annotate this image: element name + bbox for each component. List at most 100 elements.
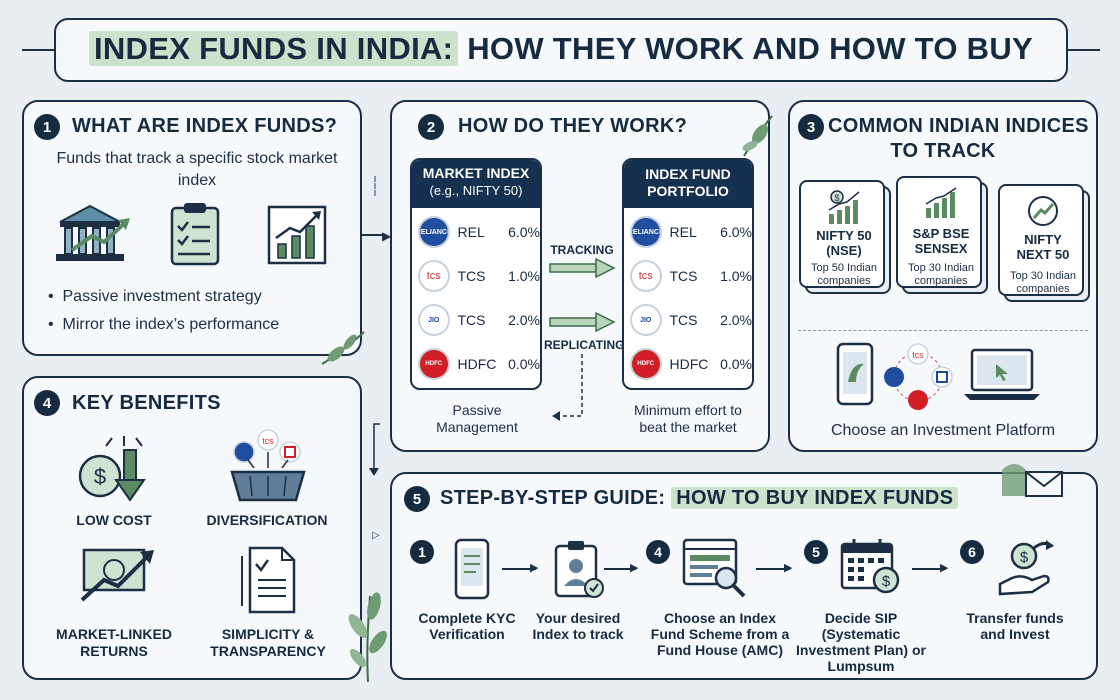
checklist-icon <box>170 203 220 266</box>
step-5-label: Transfer funds and Invest <box>966 610 1064 642</box>
row-weight: 6.0% <box>508 224 540 240</box>
bullet-2-text: Mirror the index’s performance <box>62 316 280 333</box>
mobile-kyc-icon <box>454 538 490 600</box>
laptop-icon <box>964 348 1040 400</box>
row-name: HDFC <box>669 356 709 372</box>
market-index-title: MARKET INDEX <box>422 165 530 181</box>
leaf-decoration-icon <box>321 331 365 365</box>
step-4-number: 5 <box>804 540 828 564</box>
row-weight: 2.0% <box>508 312 540 328</box>
divider <box>798 330 1088 331</box>
table-row: JIO TCS 2.0% <box>624 298 752 342</box>
index-card-niftynext50: NIFTY NEXT 50 Top 30 Indian companies <box>998 184 1084 296</box>
svg-text:$: $ <box>94 464 106 489</box>
table-row: tcs TCS 1.0% <box>624 254 752 298</box>
index-name: NIFTY NEXT 50 <box>1016 232 1070 262</box>
row-weight: 2.0% <box>720 312 752 328</box>
platform-label: Choose an Investment Platform <box>830 422 1056 439</box>
table-row: RELIANCE REL 6.0% <box>412 210 540 254</box>
low-cost-icon: $ <box>78 436 146 502</box>
benefit-simplicity-transparency: SIMPLICITY & TRANSPARENCY <box>210 626 326 659</box>
reliance-logo-icon: RELIANCE <box>630 216 662 248</box>
step-1-label: Complete KYC Verification <box>418 610 516 642</box>
index-name: S&P BSE SENSEX <box>912 226 970 256</box>
section-1-title: WHAT ARE INDEX FUNDS? <box>72 115 338 137</box>
replicating-arrow-icon <box>549 312 616 332</box>
browser-search-icon <box>682 538 746 598</box>
bank-growth-icon <box>56 204 130 261</box>
table-row: JIO TCS 2.0% <box>412 298 540 342</box>
step-5-number: 6 <box>960 540 984 564</box>
tracking-arrow-icon <box>549 258 616 278</box>
section-2-title: HOW DO THEY WORK? <box>458 115 688 137</box>
portfolio-title: INDEX FUND PORTFOLIO <box>645 166 731 199</box>
side-marker: ▷ <box>372 530 380 541</box>
market-index-header: MARKET INDEX (e.g., NIFTY 50) <box>412 160 540 208</box>
dashed-return-arrow-icon <box>552 354 583 421</box>
section-3-number: 3 <box>798 114 824 140</box>
plant-decoration-icon <box>348 592 387 682</box>
row-weight: 1.0% <box>508 268 540 284</box>
page-title: INDEX FUNDS IN INDIA: HOW THEY WORK AND … <box>54 31 1068 67</box>
step-3-number: 4 <box>646 540 670 564</box>
section-3-title-line2: TO TRACK <box>890 140 996 162</box>
page-title-rest: HOW THEY WORK AND HOW TO BUY <box>458 31 1034 66</box>
portfolio-footer: Minimum effort to beat the market <box>634 402 742 435</box>
svg-text:$: $ <box>834 193 839 203</box>
hdfc-logo-icon: HDFC <box>418 348 450 380</box>
connector-arrow-icon <box>369 423 380 476</box>
index-name: NIFTY 50 (NSE) <box>816 228 872 258</box>
section-1-description: Funds that track a specific stock market… <box>56 150 338 189</box>
section-1-number: 1 <box>34 114 60 140</box>
benefit-diversification: DIVERSIFICATION <box>206 512 328 528</box>
chart-coin-icon: $ <box>828 190 860 224</box>
row-weight: 6.0% <box>720 224 752 240</box>
document-transparency-icon <box>241 546 296 614</box>
envelope-decoration-icon <box>1002 464 1063 497</box>
leaf-decoration-icon <box>742 115 773 157</box>
growth-circle-icon <box>1028 196 1058 226</box>
bullet-1-text: Passive investment strategy <box>62 288 262 305</box>
jio-logo-icon: JIO <box>418 304 450 336</box>
row-name: REL <box>669 224 697 240</box>
row-weight: 0.0% <box>508 356 540 372</box>
svg-text:$: $ <box>882 573 891 590</box>
replicating-label: REPLICATING <box>544 338 625 352</box>
row-name: TCS <box>457 312 486 328</box>
step-arrow <box>756 568 790 570</box>
index-desc: Top 50 Indian companies <box>810 262 878 287</box>
index-desc: Top 30 Indian companies <box>907 262 975 287</box>
section-4-number: 4 <box>34 390 60 416</box>
section-4-title: KEY BENEFITS <box>72 392 221 414</box>
market-index-subtitle: (e.g., NIFTY 50) <box>429 183 523 198</box>
row-name: REL <box>457 224 485 240</box>
market-linked-returns-icon <box>80 548 154 602</box>
section-5-number: 5 <box>404 486 430 512</box>
row-weight: 1.0% <box>720 268 752 284</box>
section-5-title-plain: STEP-BY-STEP GUIDE: <box>440 487 666 509</box>
hand-coin-transfer-icon: $ <box>998 540 1054 596</box>
table-row: HDFC HDFC 0.0% <box>412 342 540 386</box>
hdfc-logo-icon: HDFC <box>630 348 662 380</box>
row-weight: 0.0% <box>720 356 752 372</box>
index-card-sensex: S&P BSE SENSEX Top 30 Indian companies <box>896 176 982 288</box>
index-desc: Top 30 Indian companies <box>1009 270 1077 295</box>
id-badge-icon <box>554 541 604 598</box>
step-arrow <box>912 568 946 570</box>
section-5-title: STEP-BY-STEP GUIDE: HOW TO BUY INDEX FUN… <box>440 487 959 510</box>
section-3-title-line1: COMMON INDIAN INDICES <box>828 115 1089 137</box>
svg-text:tcs: tcs <box>912 350 924 360</box>
smartphone-icon <box>836 342 874 406</box>
bullet-2: • Mirror the index’s performance <box>48 316 280 333</box>
table-row: HDFC HDFC 0.0% <box>624 342 752 386</box>
chart-growth-icon <box>267 205 327 265</box>
calendar-coin-icon: $ <box>840 539 900 594</box>
svg-text:tcs: tcs <box>262 436 274 446</box>
step-1-number: 1 <box>410 540 434 564</box>
section-key-benefits <box>22 376 362 680</box>
bar-chart-icon <box>925 187 957 218</box>
step-arrow <box>604 568 636 570</box>
section-2-number: 2 <box>418 114 444 140</box>
company-logos-icon: tcs <box>884 343 953 410</box>
tcs-logo-icon: tcs <box>418 260 450 292</box>
